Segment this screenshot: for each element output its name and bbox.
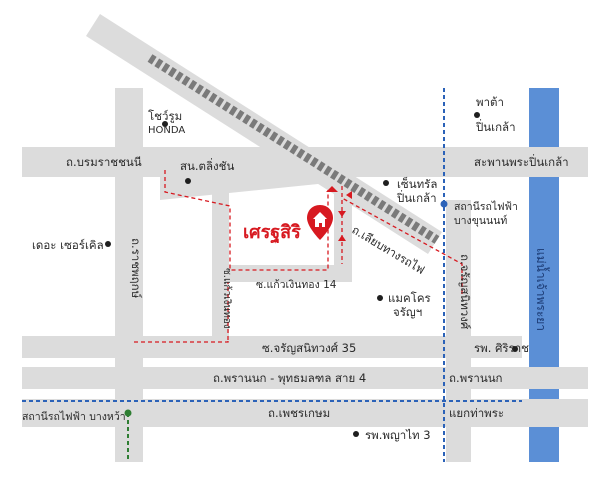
route-from-soi-35 (134, 340, 229, 343)
bang-khun-non-station-icon (440, 200, 448, 208)
road-soi-kaew-ngoen-thong (212, 182, 229, 338)
the-circle-dot-icon (105, 241, 111, 247)
label-makro-1: แมคโคร (388, 291, 431, 305)
road-charansanitwong (446, 200, 471, 462)
label-the-circle: เดอะ เซอร์เคิล (32, 238, 104, 252)
label-bang-khun-non-1: สถานีรถไฟฟ้า (454, 200, 518, 213)
label-tha-phra-intersection: แยกท่าพระ (449, 406, 504, 420)
railway-line (147, 54, 440, 244)
route-from-charansanitwong (341, 197, 463, 294)
label-central-pinklao-2: ปิ่นเกล้า (396, 190, 436, 205)
bang-wa-station-icon (124, 409, 132, 417)
label-makro-2: จรัญฯ (393, 305, 422, 319)
label-bang-khun-non-2: บางขุนนนท์ (454, 214, 507, 227)
central-pinklao-dot-icon (383, 180, 389, 186)
label-charansanitwong-35: ซ.จรัญสนิทวงศ์ 35 (262, 341, 356, 355)
route-from-borommaratchachonnani (164, 170, 329, 271)
label-kaew-ngoen-thong: ซ.แก้วเงินทอง (221, 268, 233, 329)
label-ratchaphruek: ถ.ราชพฤกษ์ (129, 238, 143, 299)
arrow-left-icon (346, 191, 352, 199)
pata-pinklao-dot-icon (474, 112, 480, 118)
label-honda-showroom-1: โชว์รูม (148, 109, 182, 123)
arrow-down-icon (338, 211, 346, 217)
road-soi-kaew-ngoen-thong-14 (212, 265, 352, 282)
label-taling-chan-office: สน.ตลิ่งชัน (180, 158, 234, 173)
label-borommaratchachonnani: ถ.บรมราชชนนี (66, 155, 142, 169)
label-phran-nok-phutthamonthon-4: ถ.พรานนก - พุทธมลฑล สาย 4 (213, 371, 366, 385)
taling-chan-office-dot-icon (185, 178, 191, 184)
road-charansanitwong-35 (22, 336, 522, 358)
honda-showroom-dot-icon (162, 121, 168, 127)
road-soi-to-project (334, 180, 352, 282)
arrow-up-icon-2 (326, 186, 338, 192)
phyathai3-dot-icon (353, 431, 359, 437)
label-honda-showroom-2: HONDA (148, 125, 185, 136)
label-phran-nok: ถ.พรานนก (449, 371, 503, 385)
siriraj-dot-icon (512, 346, 518, 352)
house-roof-icon (313, 212, 327, 219)
label-charansanitwong: ถ.จรัญสนิทวงศ์ (458, 254, 472, 330)
route-arrows (326, 186, 352, 241)
landmark-dots (105, 112, 518, 437)
label-phetkasem: ถ.เพชรเกษม (268, 406, 330, 420)
label-river: แม่น้ำเจ้าพระยา (534, 248, 550, 331)
road-network (22, 14, 588, 462)
destination-name: เศรฐสิริ (243, 222, 301, 244)
label-phyathai3: รพ.พญาไท 3 (365, 428, 431, 442)
label-siriraj: รพ. ศิริราช (474, 341, 529, 355)
arrow-up-icon (338, 235, 346, 241)
label-pata-pinklao-2: ปิ่นเกล้า (475, 119, 515, 134)
label-bang-wa-station: สถานีรถไฟฟ้า บางหว้า (22, 410, 126, 423)
route-lines (134, 170, 463, 343)
label-pinklao-bridge: สะพานพระปิ่นเกล้า (474, 154, 569, 169)
makro-dot-icon (377, 295, 383, 301)
destination-marker (307, 205, 333, 240)
house-door-icon (319, 223, 322, 227)
label-pata-pinklao-1: พาต้า (476, 95, 504, 109)
label-central-pinklao-1: เซ็นทรัล (397, 176, 437, 191)
road-phetkasem (22, 399, 588, 427)
label-kaew-ngoen-thong-14: ซ.แก้วเงินทอง 14 (256, 279, 337, 291)
road-soi-taling-chan (160, 172, 318, 200)
